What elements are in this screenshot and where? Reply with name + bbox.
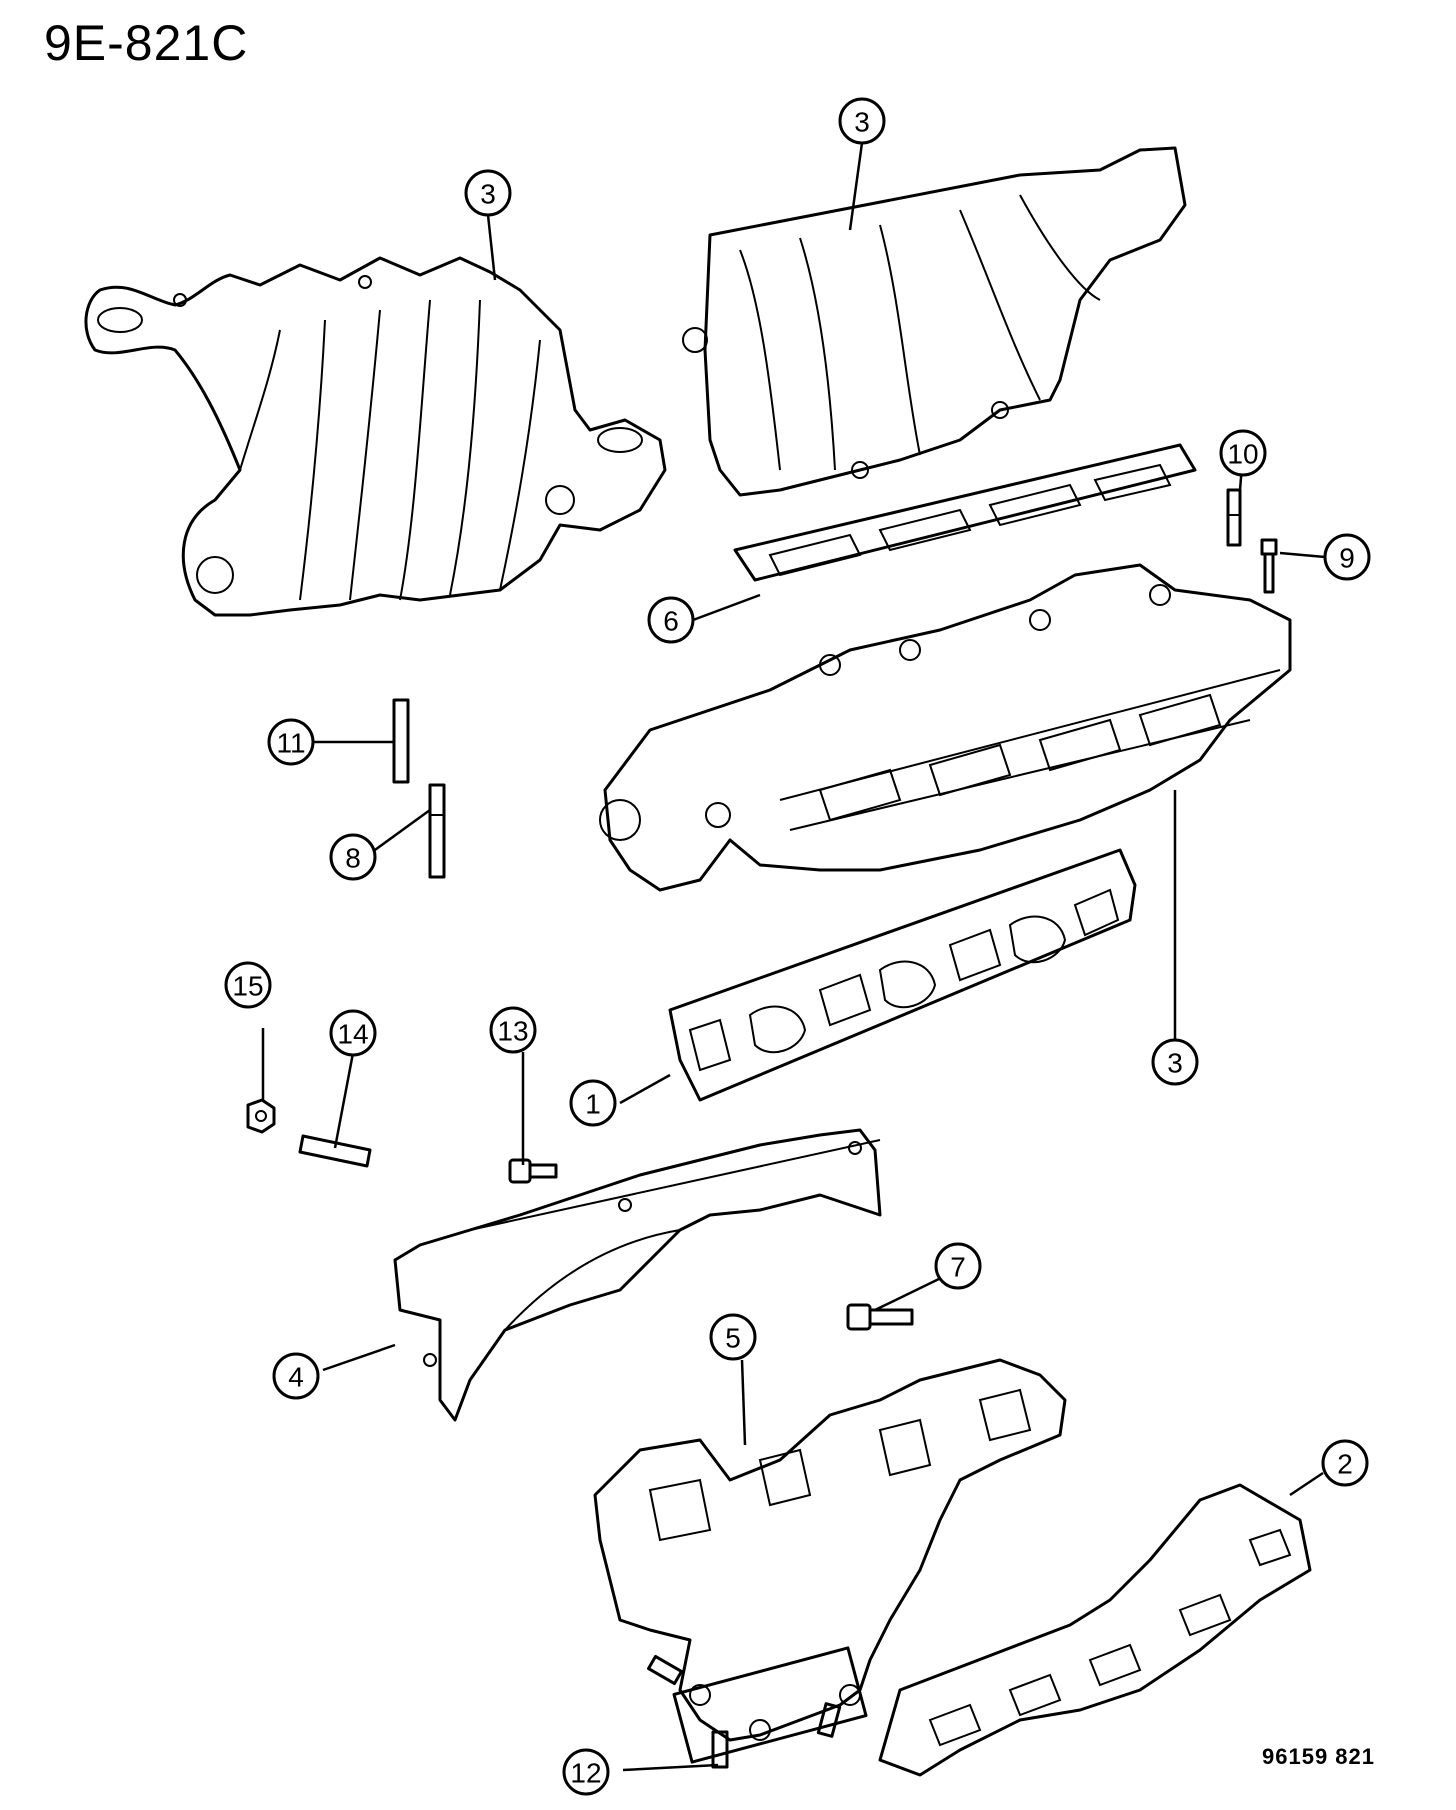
callout-12: 12: [562, 1748, 610, 1796]
svg-text:14: 14: [337, 1019, 368, 1050]
callout-1: 1: [569, 1079, 617, 1127]
svg-text:8: 8: [345, 843, 361, 874]
leader-lines: [261, 142, 1326, 1772]
svg-text:5: 5: [725, 1323, 741, 1354]
stud-part-14: [298, 1134, 372, 1168]
svg-text:12: 12: [570, 1758, 601, 1789]
exhaust-manifold: [593, 1358, 1067, 1764]
callout-4: 4: [272, 1352, 320, 1400]
intake-manifold-lower: [599, 563, 1292, 892]
svg-text:3: 3: [1167, 1048, 1183, 1079]
svg-text:7: 7: [950, 1252, 966, 1283]
heat-shield: [393, 1128, 882, 1422]
callout-3-middle: 3: [1151, 1038, 1199, 1086]
intake-plenum-top: [682, 146, 1187, 497]
callout-2: 2: [1321, 1439, 1369, 1487]
callout-5: 5: [709, 1313, 757, 1361]
callout-13: 13: [489, 1006, 537, 1054]
callout-3-upper-right: 3: [838, 97, 886, 145]
stud-part-11: [392, 698, 410, 784]
bolt-part-9: [1260, 538, 1278, 594]
intake-manifold-side-view: [84, 256, 667, 617]
svg-text:6: 6: [663, 606, 679, 637]
callout-7: 7: [934, 1242, 982, 1290]
callout-15: 15: [224, 961, 272, 1009]
svg-text:10: 10: [1227, 439, 1258, 470]
svg-text:3: 3: [854, 107, 870, 138]
bolt-part-7: [846, 1303, 914, 1331]
diagram-title: 9E-821C: [44, 15, 249, 71]
svg-text:2: 2: [1337, 1449, 1353, 1480]
callout-11: 11: [267, 718, 315, 766]
svg-text:13: 13: [497, 1016, 528, 1047]
svg-text:1: 1: [585, 1089, 601, 1120]
intake-manifold-gasket: [668, 848, 1137, 1102]
bolt-part-13: [508, 1158, 558, 1184]
callout-8: 8: [329, 833, 377, 881]
callout-6: 6: [647, 596, 695, 644]
svg-text:11: 11: [276, 728, 305, 759]
svg-text:4: 4: [288, 1362, 304, 1393]
callout-9: 9: [1323, 533, 1371, 581]
svg-text:3: 3: [480, 179, 496, 210]
stud-part-8: [428, 783, 446, 879]
diagram-reference-code: 96159 821: [1262, 1744, 1375, 1769]
exhaust-manifold-gasket: [878, 1483, 1312, 1777]
plenum-gasket: [733, 443, 1197, 582]
callout-3-upper-left: 3: [464, 169, 512, 217]
svg-text:15: 15: [232, 971, 263, 1002]
nut-part-15: [246, 1098, 276, 1134]
svg-text:9: 9: [1339, 543, 1355, 574]
callout-10: 10: [1219, 429, 1267, 477]
stud-part-12: [647, 1654, 842, 1769]
callout-14: 14: [329, 1009, 377, 1057]
stud-part-10: [1226, 488, 1242, 547]
